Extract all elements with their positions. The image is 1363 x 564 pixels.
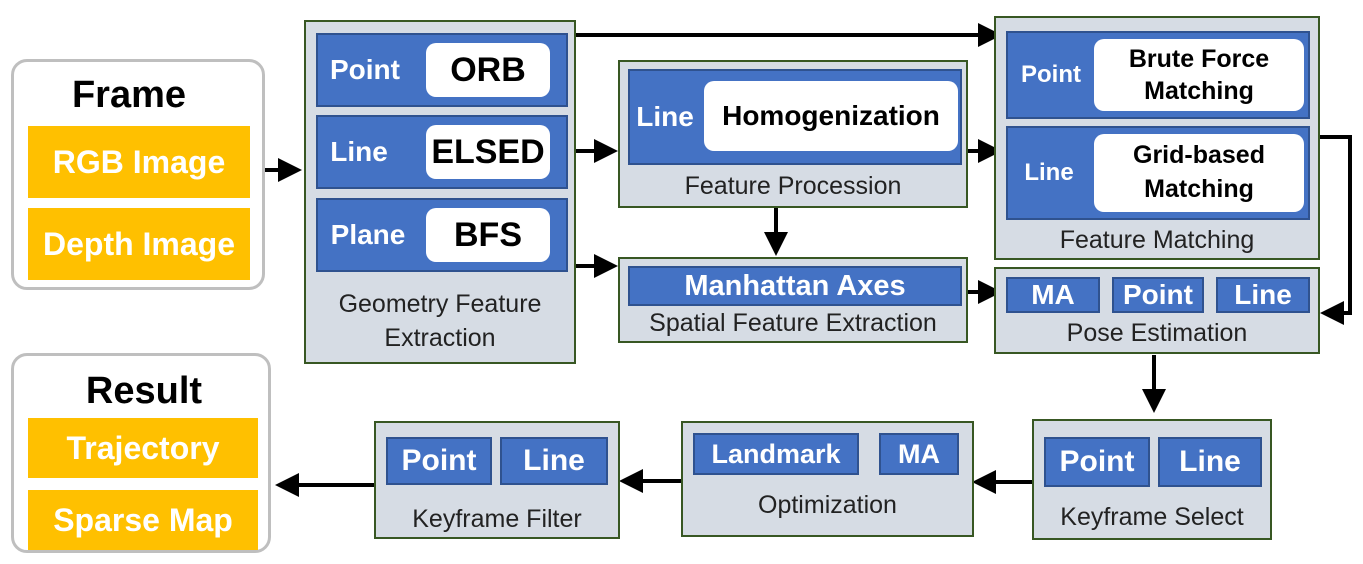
spatial-feature-extraction: Manhattan Axes Spatial Feature Extractio…	[618, 257, 968, 343]
geometry-feature-extraction: Point ORB Line ELSED Plane BFS Geometry …	[304, 20, 576, 364]
result-item-trajectory: Trajectory	[28, 418, 258, 478]
geometry-row-method: BFS	[426, 208, 550, 262]
matching-method-line1: Brute Force	[1128, 44, 1270, 73]
matching-row-method: Grid-based Matching	[1094, 134, 1304, 212]
result-box: Result Trajectory Sparse Map	[11, 353, 271, 553]
processing-row-line: Line Homogenization	[628, 69, 962, 165]
keyframe-filter-item-line: Line	[500, 437, 608, 485]
geometry-row-plane: Plane BFS	[316, 198, 568, 272]
pose-item-point: Point	[1112, 277, 1204, 313]
geometry-row-method: ELSED	[426, 125, 550, 179]
matching-row-label: Point	[1021, 61, 1081, 88]
result-title: Result	[85, 369, 203, 412]
keyframe-select: Point Line Keyframe Select	[1032, 419, 1272, 540]
geometry-row-label: Plane	[330, 219, 406, 250]
spatial-caption: Spatial Feature Extraction	[649, 309, 937, 337]
geometry-row-method: ORB	[426, 43, 550, 97]
keyframe-select-caption: Keyframe Select	[1060, 503, 1244, 531]
frame-item-rgb: RGB Image	[28, 126, 250, 198]
processing-row-method: Homogenization	[704, 81, 958, 151]
keyframe-select-item-line: Line	[1158, 437, 1262, 487]
keyframe-filter-caption: Keyframe Filter	[412, 505, 582, 533]
pose-item-ma: MA	[1006, 277, 1100, 313]
feature-matching: Point Brute Force Matching Line Grid-bas…	[994, 16, 1320, 260]
processing-row-label: Line	[636, 101, 694, 132]
geometry-row-point: Point ORB	[316, 33, 568, 107]
geometry-row-label: Line	[330, 136, 388, 167]
pose-item-line: Line	[1216, 277, 1310, 313]
keyframe-filter: Point Line Keyframe Filter	[374, 421, 620, 539]
pose-estimation: MA Point Line Pose Estimation	[994, 267, 1320, 354]
optimization-item-ma: MA	[879, 433, 959, 475]
result-item-sparse-map: Sparse Map	[28, 490, 258, 550]
feature-procession: Line Homogenization Feature Procession	[618, 60, 968, 208]
frame-title: Frame	[71, 73, 187, 116]
pose-caption: Pose Estimation	[1066, 319, 1248, 347]
matching-method-line2: Matching	[1144, 175, 1254, 203]
matching-row-label: Line	[1024, 159, 1074, 186]
optimization-caption: Optimization	[758, 491, 897, 519]
geometry-row-line: Line ELSED	[316, 115, 568, 189]
matching-row-line: Line Grid-based Matching	[1006, 126, 1310, 220]
keyframe-select-item-point: Point	[1044, 437, 1150, 487]
geometry-caption-line2: Extraction	[384, 324, 496, 352]
frame-box: Frame RGB Image Depth Image	[11, 59, 265, 290]
frame-item-depth: Depth Image	[28, 208, 250, 280]
matching-caption: Feature Matching	[1059, 226, 1255, 254]
arrow-matching-to-pose	[1318, 135, 1352, 325]
matching-row-point: Point Brute Force Matching	[1006, 31, 1310, 119]
optimization: Landmark MA Optimization	[681, 421, 974, 537]
optimization-item-landmark: Landmark	[693, 433, 859, 475]
manhattan-axes-bar: Manhattan Axes	[628, 266, 962, 306]
matching-row-method: Brute Force Matching	[1094, 39, 1304, 111]
geometry-row-label: Point	[330, 54, 400, 85]
matching-method-line1: Grid-based	[1133, 141, 1265, 170]
geometry-caption-line1: Geometry Feature	[338, 290, 542, 318]
keyframe-filter-item-point: Point	[386, 437, 492, 485]
processing-caption: Feature Procession	[684, 172, 902, 200]
matching-method-line2: Matching	[1144, 77, 1254, 105]
